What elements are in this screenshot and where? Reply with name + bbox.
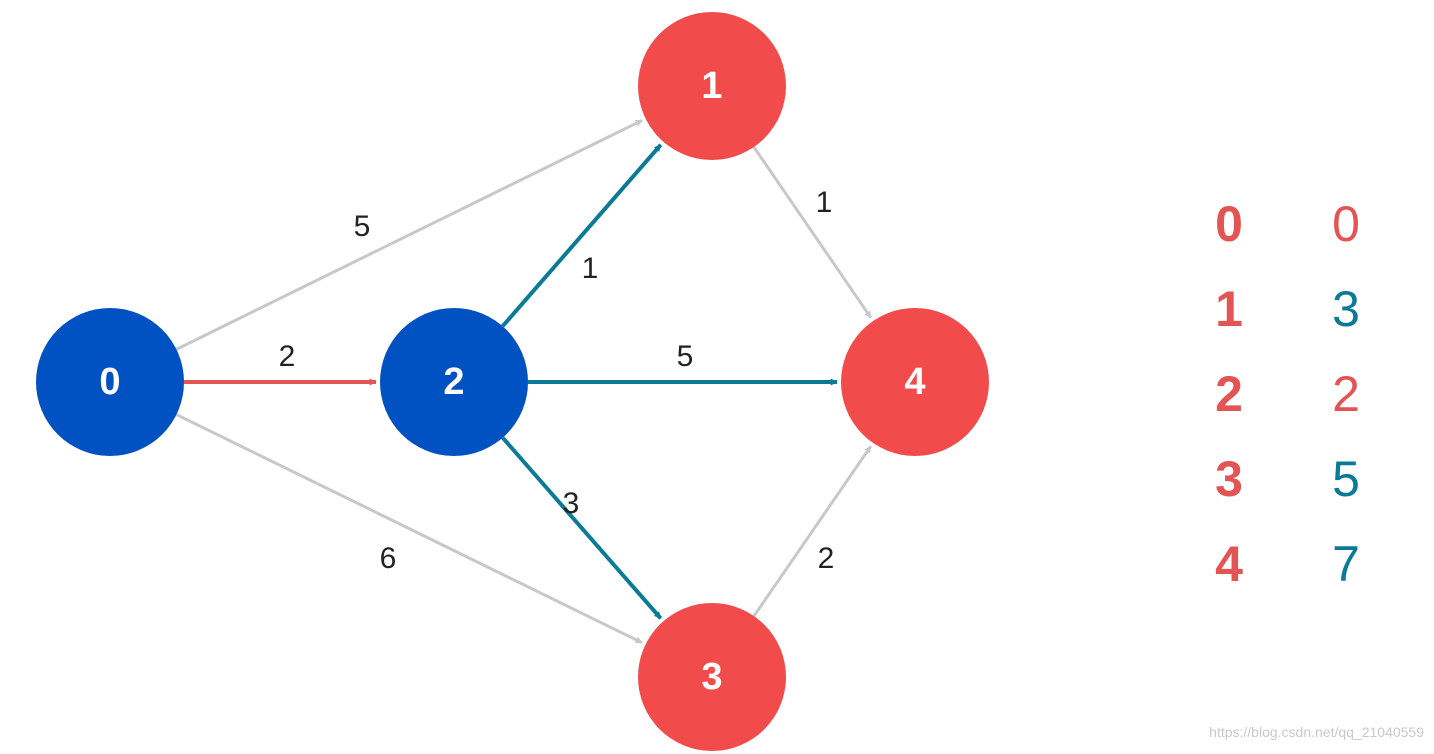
node-0-label: 0	[99, 361, 120, 403]
node-4: 4	[841, 308, 989, 456]
table-node-0: 0	[1215, 196, 1243, 252]
edge-weight-0-1: 5	[354, 210, 371, 243]
node-2: 2	[380, 308, 528, 456]
node-0-circle	[36, 308, 184, 456]
table-node-4: 4	[1215, 536, 1243, 592]
table-dist-2: 2	[1332, 366, 1360, 422]
node-2-circle	[380, 308, 528, 456]
edge-weights: 5 2 6 1 5 3 1 2	[279, 186, 835, 575]
edge-3-to-4	[752, 445, 873, 617]
node-3-circle	[638, 603, 786, 751]
table-dist-4: 7	[1332, 536, 1360, 592]
node-3-label: 3	[701, 656, 722, 698]
table-node-2: 2	[1215, 366, 1243, 422]
edge-weight-0-3: 6	[380, 542, 397, 575]
node-0: 0	[36, 308, 184, 456]
node-3: 3	[638, 603, 786, 751]
edges	[175, 119, 873, 645]
table-node-3: 3	[1215, 451, 1243, 507]
nodes: 0 1 2 3 4	[36, 12, 989, 751]
edge-weight-0-2: 2	[279, 340, 296, 373]
edge-2-to-3	[501, 436, 663, 620]
node-2-label: 2	[443, 361, 464, 403]
edge-weight-3-4: 2	[818, 542, 835, 575]
table-dist-3: 5	[1332, 451, 1360, 507]
node-4-label: 4	[904, 361, 925, 403]
distance-table: 0 0 1 3 2 2 3 5 4 7	[1215, 196, 1360, 592]
edge-0-to-3	[175, 413, 643, 645]
edge-weight-2-3: 3	[563, 487, 580, 520]
edge-2-to-1	[501, 143, 663, 328]
edge-0-to-1	[175, 119, 643, 351]
node-1-circle	[638, 12, 786, 160]
edge-weight-2-4: 5	[677, 340, 694, 373]
node-1-label: 1	[701, 65, 722, 107]
table-dist-0: 0	[1332, 196, 1360, 252]
watermark: https://blog.csdn.net/qq_21040559	[1209, 724, 1424, 740]
edge-1-to-4	[752, 146, 873, 319]
node-4-circle	[841, 308, 989, 456]
table-dist-1: 3	[1332, 281, 1360, 337]
node-1: 1	[638, 12, 786, 160]
edge-weight-2-1: 1	[582, 252, 599, 285]
edge-weight-1-4: 1	[816, 186, 833, 219]
table-node-1: 1	[1215, 281, 1243, 337]
